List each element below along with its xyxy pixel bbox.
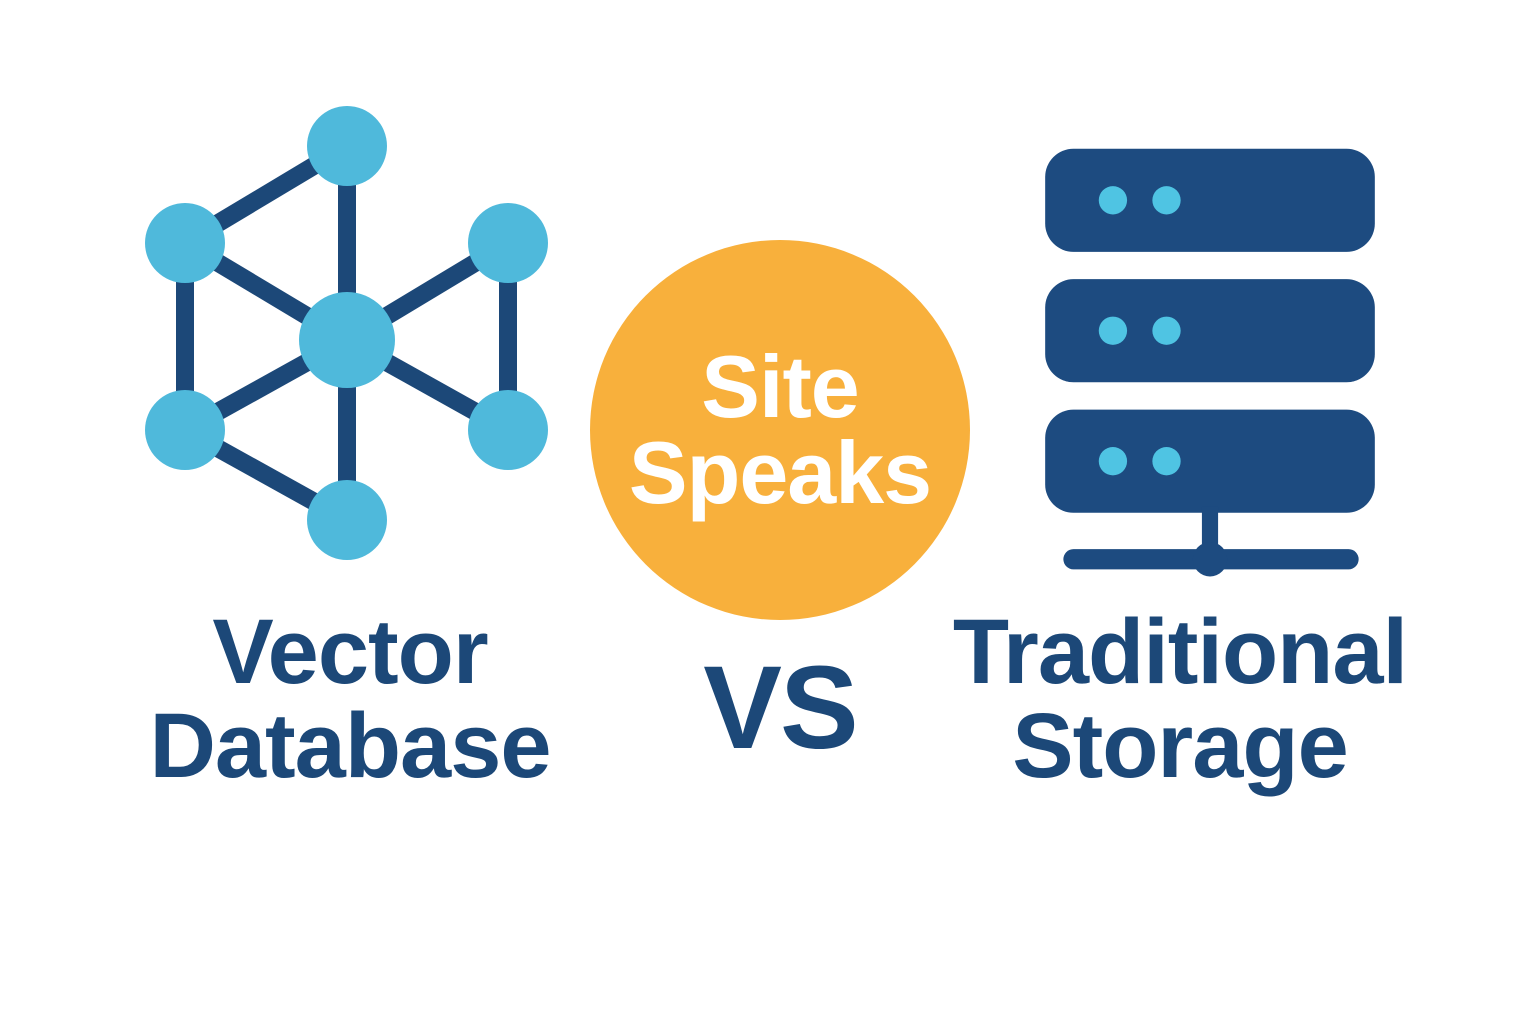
node-bottom	[307, 480, 387, 560]
server-unit-1	[1045, 148, 1375, 252]
site-speaks-badge: Site Speaks	[590, 240, 970, 620]
server-leds	[1098, 186, 1181, 476]
node-lower-right	[468, 390, 548, 470]
node-center	[299, 292, 395, 388]
caption-right-line-1: Traditional	[952, 601, 1408, 703]
led-unit1-b	[1152, 186, 1181, 215]
caption-left-line-1: Vector	[212, 601, 488, 703]
server-units	[1045, 148, 1375, 513]
server-unit-2	[1045, 279, 1375, 383]
led-unit3-b	[1152, 447, 1181, 476]
server-joint-dot	[1192, 542, 1228, 577]
node-top	[307, 106, 387, 186]
caption-left-line-2: Database	[149, 694, 551, 797]
server-stack-icon	[1030, 130, 1390, 580]
server-unit-3	[1045, 409, 1375, 513]
caption-traditional-storage: Traditional Storage	[900, 601, 1460, 797]
node-upper-left	[145, 203, 225, 283]
led-unit2-a	[1098, 316, 1128, 345]
node-lower-left	[145, 390, 225, 470]
led-unit1-a	[1098, 186, 1128, 215]
caption-vector-database: Vector Database	[60, 601, 640, 797]
caption-right-line-2: Storage	[1012, 694, 1349, 797]
led-unit3-a	[1098, 447, 1128, 476]
badge-line-2: Speaks	[628, 423, 932, 522]
led-unit2-b	[1152, 316, 1181, 345]
versus-label: VS	[703, 642, 858, 774]
network-nodes	[145, 106, 548, 560]
server-connector	[1063, 506, 1359, 577]
node-upper-right	[468, 203, 548, 283]
vector-database-network-icon	[110, 80, 590, 580]
badge-line-1: Site	[701, 336, 859, 436]
